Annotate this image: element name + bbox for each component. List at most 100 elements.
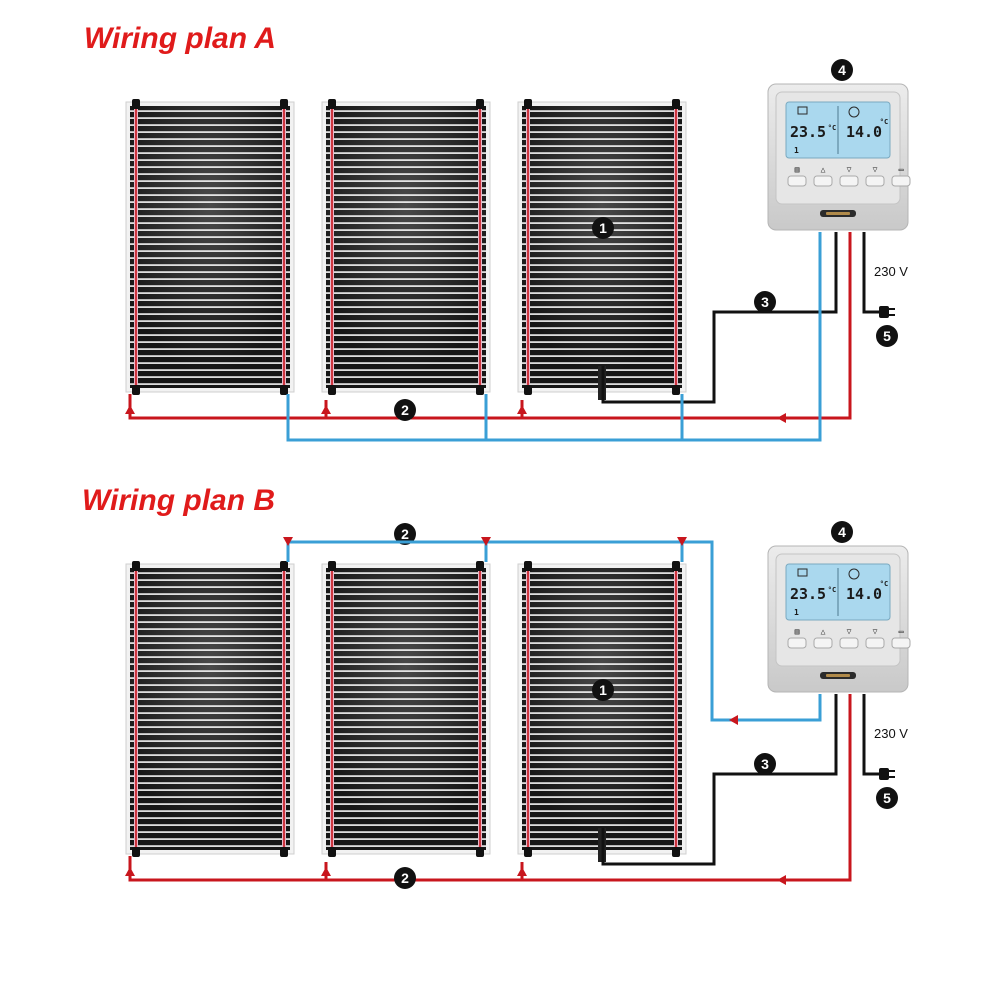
lcd-unit: °C (828, 124, 836, 132)
thermostat-button-1 (787, 637, 807, 649)
button-glyph-icon: ▽ (847, 165, 852, 174)
wire-arrow (517, 405, 527, 414)
film-terminal (672, 847, 680, 857)
plug-icon (879, 306, 895, 318)
callout-heating-film-number: 1 (599, 682, 607, 698)
callout-sensor-wire-badge (754, 291, 776, 313)
plug-body (879, 768, 889, 780)
film-terminal (132, 99, 140, 109)
wire-arrow (321, 405, 331, 414)
callout-bus-wire-top-number: 2 (401, 526, 409, 542)
callout-thermostat-number: 4 (838, 62, 846, 78)
film-terminal (280, 99, 288, 109)
thermostat-button-5 (891, 175, 911, 187)
film-terminal (328, 99, 336, 109)
voltage-label: 230 V (874, 264, 908, 279)
neutral-wire (286, 232, 822, 442)
button-glyph-icon: ▥ (795, 627, 800, 636)
film-terminal (476, 99, 484, 109)
callout-plug: 5 (876, 325, 898, 347)
bus-strip-core (331, 104, 333, 390)
thermostat-button-3 (839, 175, 859, 187)
button-glyph-icon: ▽ (847, 627, 852, 636)
voltage-label: 230 V (874, 726, 908, 741)
callout-plug-badge (876, 325, 898, 347)
film-terminal (476, 561, 484, 571)
thermostat-button-5 (891, 637, 911, 649)
clock-icon (848, 106, 860, 118)
film-sheen (130, 568, 290, 850)
callout-bus-wire-bottom: 2 (394, 867, 416, 889)
thermostat-slot-led (826, 674, 850, 677)
film-sheen (522, 568, 682, 850)
callout-bus-wire-top: 2 (394, 523, 416, 545)
button-glyph-icon: ▽ (873, 627, 878, 636)
thermostat-slot-led (826, 212, 850, 215)
callout-bus-wire-number: 2 (401, 402, 409, 418)
film-sheen (326, 106, 486, 388)
plug-body (879, 306, 889, 318)
plug-icon (879, 768, 895, 780)
callout-sensor-wire-badge (754, 753, 776, 775)
callout-bus-wire: 2 (394, 399, 416, 421)
plan-b-title: Wiring plan B (82, 484, 276, 517)
wire-arrow (481, 537, 491, 546)
callout-thermostat: 4 (831, 521, 853, 543)
wire-arrow (125, 867, 135, 876)
wire-arrow (321, 867, 331, 876)
wire-arrow (777, 875, 786, 885)
lcd-set-temp: 14.0 (846, 585, 882, 603)
film-sheen (326, 568, 486, 850)
callout-heating-film-number: 1 (599, 220, 607, 236)
film-terminal (280, 847, 288, 857)
film-terminal (476, 385, 484, 395)
heating-film-3 (517, 561, 687, 857)
callout-thermostat-number: 4 (838, 524, 846, 540)
bus-strip-core (135, 104, 137, 390)
callout-bus-wire-badge (394, 399, 416, 421)
thermostat-button-2 (813, 637, 833, 649)
thermostat-button-4 (865, 175, 885, 187)
film-terminal (280, 385, 288, 395)
callout-sensor-wire: 3 (754, 291, 776, 313)
bus-strip-core (331, 566, 333, 852)
callout-sensor-wire-number: 3 (761, 294, 769, 310)
bus-strip-core (283, 566, 285, 852)
heating-film-2 (321, 561, 491, 857)
thermostat-button-2 (813, 175, 833, 187)
lcd-room-temp: 23.5 (790, 123, 826, 141)
thermostat-button-1 (787, 175, 807, 187)
lcd-mode: 1 (794, 146, 799, 155)
callout-sensor-wire: 3 (754, 753, 776, 775)
callout-plug-number: 5 (883, 790, 891, 806)
callout-bus-wire-bottom-badge (394, 867, 416, 889)
film-terminal (672, 385, 680, 395)
house-icon (797, 568, 808, 577)
film-terminal (328, 385, 336, 395)
wire-arrow (283, 537, 293, 546)
wire-arrow (517, 867, 527, 876)
callout-thermostat: 4 (831, 59, 853, 81)
thermostat-button-3 (839, 637, 859, 649)
button-glyph-icon: △ (821, 627, 826, 636)
film-sheen (130, 106, 290, 388)
thermostat-button-4 (865, 637, 885, 649)
callout-heating-film-badge (592, 679, 614, 701)
heating-film-2 (321, 99, 491, 395)
sensor-wire (601, 232, 838, 404)
film-terminal (328, 561, 336, 571)
heating-film-1 (125, 561, 295, 857)
callout-heating-film-badge (592, 217, 614, 239)
callout-bus-wire-top-badge (394, 523, 416, 545)
bus-strip-core (675, 566, 677, 852)
film-terminal (280, 561, 288, 571)
heating-film-3 (517, 99, 687, 395)
film-terminal (524, 847, 532, 857)
film-terminal (132, 847, 140, 857)
wire-arrow (729, 715, 738, 725)
sensor-wire (601, 694, 838, 866)
